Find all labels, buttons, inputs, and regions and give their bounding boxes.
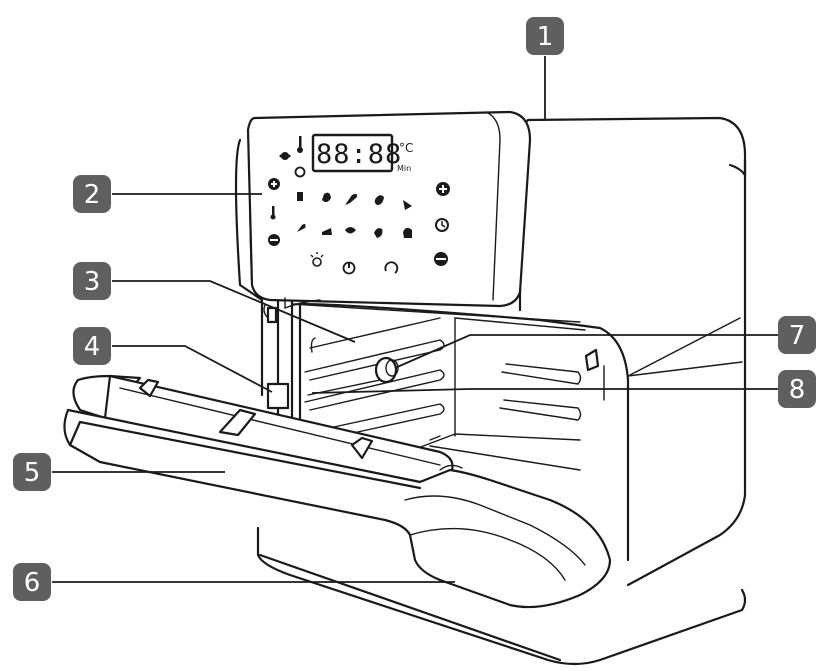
callout-number: 1 — [537, 22, 554, 52]
cake-icon — [322, 228, 332, 235]
callout-1: 1 — [526, 17, 564, 55]
drumstick-icon — [322, 192, 331, 203]
power-icon — [342, 261, 356, 275]
fish-icon — [345, 193, 358, 205]
fries-icon — [297, 192, 303, 201]
door-latch — [584, 348, 600, 372]
callout-3: 3 — [73, 262, 111, 300]
fan-icon — [279, 152, 291, 160]
callout-number: 7 — [789, 321, 806, 351]
display-digits: 88:88 — [316, 139, 402, 170]
callout-2: 2 — [73, 175, 111, 213]
callout-number: 4 — [84, 332, 101, 362]
temperature-unit: °C — [399, 141, 413, 155]
callout-8: 8 — [778, 370, 816, 408]
minus-icon — [268, 234, 280, 246]
callout-leaders — [52, 56, 778, 583]
pizza-icon — [403, 200, 412, 210]
thermometer-icon — [270, 206, 276, 220]
plus-icon — [436, 182, 450, 196]
steak-icon — [345, 227, 356, 234]
rotisserie-icon — [403, 227, 412, 238]
display-frame — [311, 133, 394, 173]
rotate-icon — [384, 261, 399, 274]
callout-number: 2 — [84, 180, 101, 210]
chicken-leg-icon — [297, 224, 306, 232]
callout-4: 4 — [73, 327, 111, 365]
time-unit: Min — [397, 164, 411, 173]
minus-icon — [434, 252, 448, 266]
callout-number: 5 — [24, 458, 41, 488]
control-panel: 88:88 °C Min — [246, 110, 532, 309]
rotisserie-socket — [374, 356, 399, 384]
callout-5: 5 — [13, 453, 51, 491]
drip-tray — [72, 374, 454, 484]
light-icon — [310, 252, 324, 267]
timer-icon — [294, 166, 306, 178]
oven-door — [63, 408, 612, 609]
callout-number: 3 — [84, 267, 101, 297]
callout-number: 8 — [789, 375, 806, 405]
shrimp-icon — [374, 195, 384, 205]
vegetable-icon — [374, 228, 383, 238]
callout-7: 7 — [778, 316, 816, 354]
plus-icon — [268, 178, 280, 190]
thermometer-icon — [297, 136, 303, 153]
oven-interior — [263, 304, 605, 471]
timer-icon — [435, 218, 449, 232]
callout-6: 6 — [13, 563, 51, 601]
drip-tray-clip — [266, 382, 290, 410]
callout-number: 6 — [24, 568, 41, 598]
